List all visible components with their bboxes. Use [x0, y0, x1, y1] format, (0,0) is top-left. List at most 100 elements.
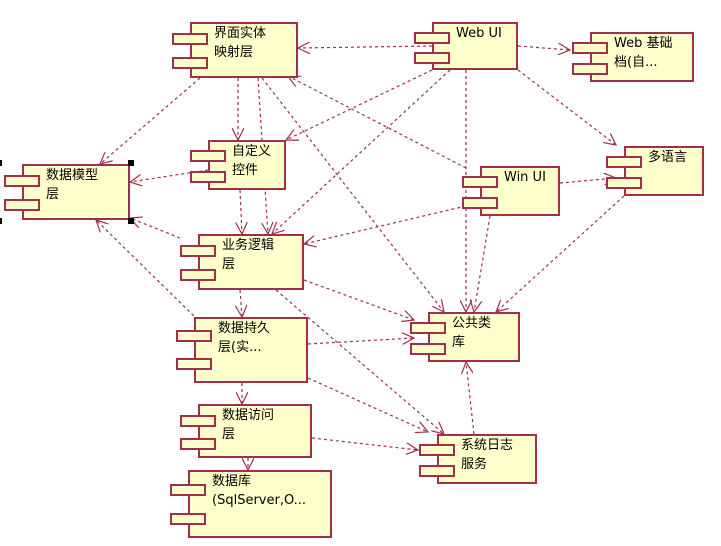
component-label-line2: 层(实...: [218, 340, 262, 355]
component-label-line1: 系统日志: [461, 438, 514, 453]
selection-handle[interactable]: [0, 218, 2, 224]
component-label: Web 基础档(自...: [614, 34, 672, 72]
component-icon-tab: [180, 245, 216, 257]
component-label: 数据模型层: [46, 166, 98, 204]
component-icon-tab: [190, 171, 226, 183]
component-label-line1: 自定义: [232, 144, 272, 159]
component-web-base[interactable]: Web 基础档(自...: [572, 32, 694, 82]
dependency-arrow-multi_lang-to-common_lib[interactable]: [496, 195, 625, 312]
component-icon-tab: [4, 175, 40, 187]
component-icon-tab: [4, 199, 40, 211]
component-label-line1: Win UI: [504, 170, 546, 185]
component-label-line1: 业务逻辑: [222, 238, 275, 253]
component-label: 数据库 (SqlServer,O...: [212, 472, 306, 510]
component-icon-tab: [176, 358, 212, 370]
dependency-arrow-ui_entity_map-to-common_lib[interactable]: [261, 77, 444, 312]
component-icon-tab: [172, 57, 208, 69]
selection-handle[interactable]: [0, 160, 2, 166]
dependency-arrow-persist-to-common_lib[interactable]: [307, 338, 414, 344]
component-multi-lang[interactable]: 多语言: [606, 146, 704, 196]
component-icon-tab: [172, 33, 208, 45]
dependency-arrow-win_ui-to-common_lib[interactable]: [474, 215, 491, 312]
dependency-arrow-biz_logic-to-data_model[interactable]: [130, 218, 181, 239]
component-label-line2: 层: [46, 187, 60, 202]
component-icon-tab: [462, 176, 498, 188]
dependency-arrow-biz_logic-to-common_lib[interactable]: [303, 279, 414, 320]
component-icon-tab: [606, 177, 642, 189]
component-icon-tab: [419, 465, 455, 477]
dependency-arrow-persist-to-sys_log[interactable]: [307, 377, 428, 432]
component-label-line2: 档(自...: [614, 55, 658, 70]
component-label-line1: 数据访问: [222, 408, 275, 423]
component-label-line2: 层: [222, 257, 236, 272]
component-icon-tab: [414, 32, 450, 44]
component-label-line1: 多语言: [648, 150, 688, 165]
selection-handle[interactable]: [128, 160, 134, 166]
component-label-line2: 层: [222, 427, 236, 442]
component-biz-logic[interactable]: 业务逻辑层: [180, 234, 304, 290]
dependency-arrow-web_ui-to-biz_logic[interactable]: [272, 69, 451, 234]
component-label: 自定义控件: [232, 142, 271, 180]
component-label-line2: 控件: [232, 163, 259, 178]
dependency-arrow-web_ui-to-web_base[interactable]: [517, 46, 570, 50]
component-icon-tab: [410, 322, 446, 334]
dependency-arrow-win_ui-to-biz_logic[interactable]: [304, 205, 467, 244]
component-icon-tab: [572, 42, 608, 54]
dependency-arrow-web_ui-to-custom_ctrl[interactable]: [286, 69, 433, 140]
selection-handle[interactable]: [128, 218, 134, 224]
component-label-line1: Web 基础: [614, 36, 673, 51]
component-icon-tab: [190, 150, 226, 162]
component-icon-tab: [410, 343, 446, 355]
dependency-arrow-biz_logic-to-persist[interactable]: [240, 289, 242, 317]
component-label-line2: 映射层: [214, 45, 254, 60]
dependency-arrow-web_ui-to-multi_lang[interactable]: [517, 69, 616, 145]
component-label: 界面实体映射层: [214, 24, 266, 62]
component-label-line1: 数据模型: [46, 168, 99, 183]
dependency-arrow-sys_log-to-common_lib[interactable]: [466, 362, 475, 435]
component-icon-tab: [170, 513, 206, 525]
component-icon-tab: [419, 444, 455, 456]
dependency-arrow-win_ui-to-ui_entity_map[interactable]: [288, 76, 467, 169]
dependency-arrow-data_access-to-sys_log[interactable]: [311, 437, 418, 450]
component-body: [188, 470, 332, 538]
component-body: [22, 164, 130, 220]
component-web-ui[interactable]: Web UI: [414, 22, 518, 70]
component-label: 数据访问层: [222, 406, 274, 444]
component-icon-tab: [176, 330, 212, 342]
dependency-arrow-custom_ctrl-to-biz_logic[interactable]: [240, 189, 242, 234]
component-database[interactable]: 数据库 (SqlServer,O...: [170, 470, 332, 538]
dependency-arrow-biz_logic-to-sys_log[interactable]: [275, 289, 444, 434]
component-label-line2: (SqlServer,O...: [212, 493, 307, 508]
component-icon-tab: [462, 197, 498, 209]
component-ui-entity-map[interactable]: 界面实体映射层: [172, 22, 298, 78]
component-label-line2: 库: [452, 335, 466, 350]
component-icon-tab: [180, 438, 216, 450]
component-icon-tab: [180, 269, 216, 281]
component-icon-tab: [180, 415, 216, 427]
component-label-line1: 数据持久: [218, 321, 271, 336]
component-icon-tab: [606, 156, 642, 168]
dependency-layer: [96, 46, 625, 470]
component-label: Web UI: [456, 24, 502, 43]
component-icon-tab: [572, 63, 608, 75]
dependency-arrow-web_ui-to-ui_entity_map[interactable]: [298, 46, 433, 48]
dependency-arrow-ui_entity_map-to-data_model[interactable]: [100, 77, 201, 164]
component-persist[interactable]: 数据持久层(实...: [176, 317, 308, 383]
component-body: [198, 404, 312, 458]
component-label-line1: 公共类: [452, 316, 492, 331]
component-icon-tab: [170, 484, 206, 496]
component-label-line2: 服务: [461, 457, 488, 472]
component-data-access[interactable]: 数据访问层: [180, 404, 312, 458]
component-label-line1: 数据库: [212, 474, 252, 489]
component-label: 公共类库: [452, 314, 491, 352]
component-custom-ctrl[interactable]: 自定义控件: [190, 140, 286, 190]
component-common-lib[interactable]: 公共类库: [410, 312, 520, 362]
component-label: 数据持久层(实...: [218, 319, 270, 357]
component-win-ui[interactable]: Win UI: [462, 166, 560, 216]
component-body: [190, 22, 298, 78]
component-body: [194, 317, 308, 383]
component-sys-log[interactable]: 系统日志服务: [419, 434, 537, 484]
component-label: 系统日志服务: [461, 436, 513, 474]
component-data-model[interactable]: 数据模型层: [4, 164, 130, 220]
component-label: 多语言: [648, 148, 687, 167]
